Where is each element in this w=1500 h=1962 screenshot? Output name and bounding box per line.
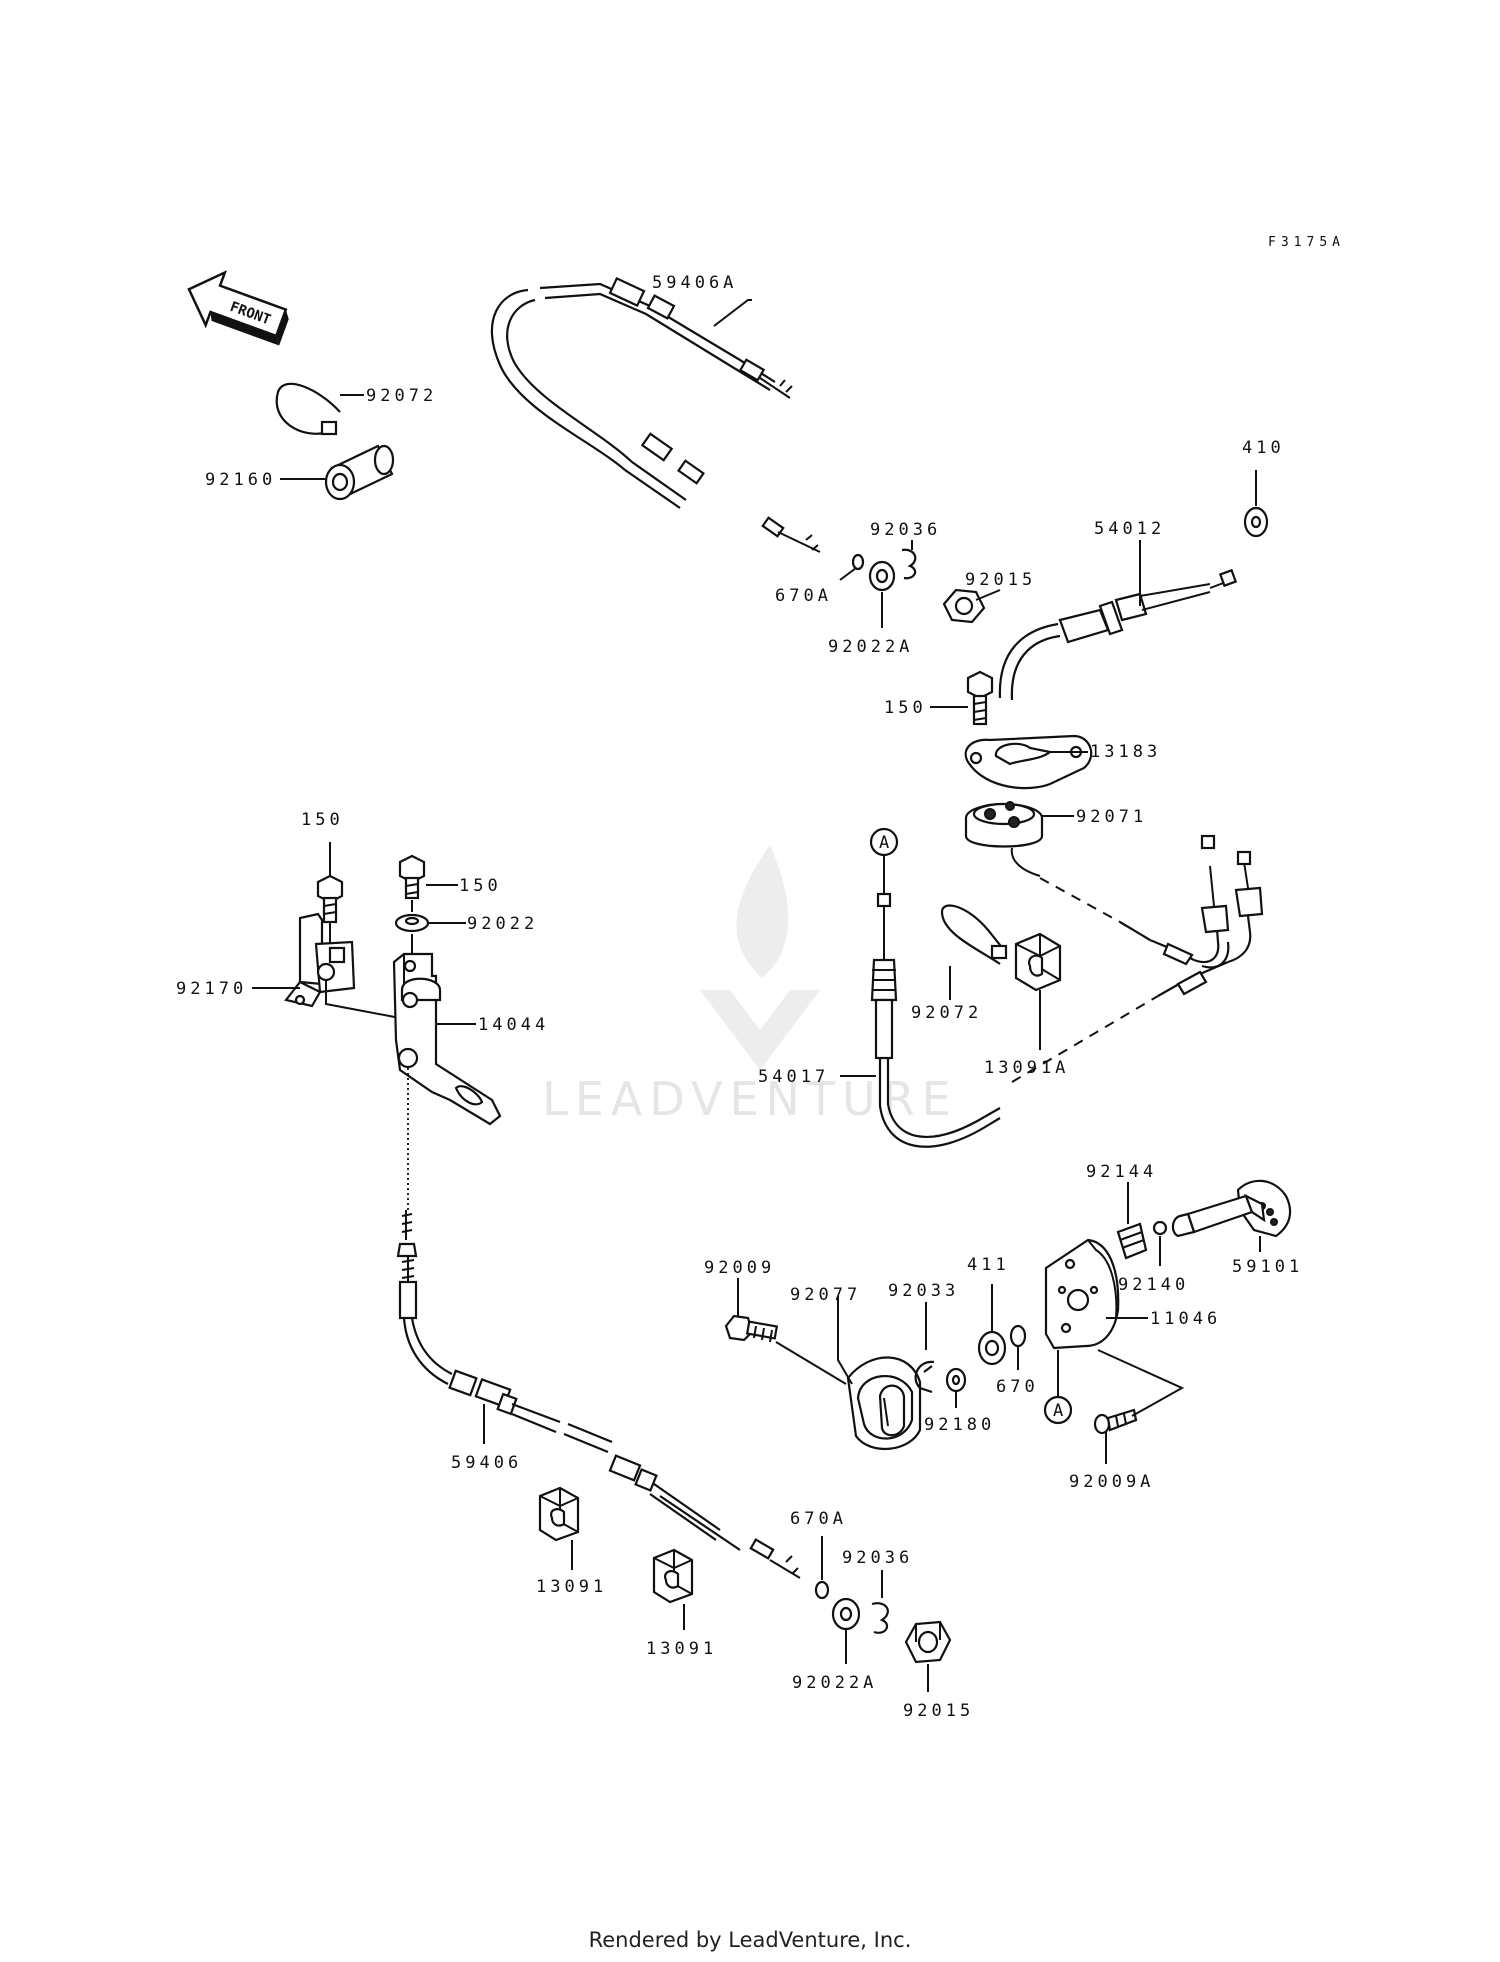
label-92015-top: 92015 (965, 570, 1036, 590)
nut-92015-bottom (904, 1620, 952, 1664)
plate-11046 (1044, 1238, 1120, 1350)
label-92009A: 92009A (1069, 1472, 1154, 1492)
label-92170: 92170 (176, 979, 247, 999)
cable-run (1010, 847, 1041, 877)
label-92144: 92144 (1086, 1162, 1157, 1182)
bolt-150-mid (398, 854, 426, 900)
dashed-cable-run-1 (1039, 877, 1121, 923)
label-13091A: 13091A (984, 1058, 1069, 1078)
label-13183: 13183 (1090, 742, 1161, 762)
label-92009: 92009 (704, 1258, 775, 1278)
choke-cable-54012 (998, 568, 1238, 701)
clip-92033 (914, 1360, 935, 1394)
label-59101: 59101 (1232, 1257, 1303, 1277)
grommet-92160 (324, 444, 395, 501)
label-92140: 92140 (1118, 1275, 1189, 1295)
label-14044: 14044 (478, 1015, 549, 1035)
label-150-left: 150 (301, 810, 344, 830)
label-92036-top: 92036 (870, 520, 941, 540)
clamp-13091-b (652, 1548, 694, 1604)
label-670A-top: 670A (775, 586, 832, 606)
label-92022A-bottom: 92022A (792, 1673, 877, 1693)
label-92022A-top: 92022A (828, 637, 913, 657)
diagram-code: F3175A (1268, 235, 1345, 250)
label-410: 410 (1242, 438, 1285, 458)
label-92022: 92022 (467, 914, 538, 934)
clip-92036-bottom (871, 1602, 889, 1634)
ref-marker-a-bottom-label: A (1053, 1401, 1067, 1421)
throttle-cable-54017 (870, 856, 1001, 1148)
label-92033: 92033 (888, 1281, 959, 1301)
front-arrow: FRONT (187, 270, 289, 346)
bracket-92170 (284, 912, 356, 1008)
bolt-150-top (966, 670, 994, 726)
label-92180: 92180 (924, 1415, 995, 1435)
label-13091-b: 13091 (646, 1639, 717, 1659)
spring-92144 (1116, 1222, 1148, 1260)
ring-670A-bottom (814, 1580, 830, 1600)
bolt-150-left (316, 874, 344, 924)
nut-92015-top (942, 588, 986, 624)
cable-ends-right (1149, 834, 1264, 997)
label-13091-a: 13091 (536, 1577, 607, 1597)
shaft-59101 (1171, 1179, 1292, 1238)
clamp-13091A (1014, 932, 1062, 992)
plate-13183 (964, 734, 1093, 790)
knob-92077 (846, 1356, 922, 1450)
screw-92009A (1093, 1408, 1138, 1435)
cable-59406A (490, 276, 821, 553)
label-59406A: 59406A (652, 273, 737, 293)
washer-411 (977, 1330, 1007, 1366)
label-92072-top: 92072 (366, 386, 437, 406)
ref-marker-a-bottom (1043, 1395, 1073, 1425)
cable-59406 (396, 1210, 801, 1579)
label-92160: 92160 (205, 470, 276, 490)
clip-92036-top (901, 548, 917, 580)
label-54012: 54012 (1094, 519, 1165, 539)
bracket-14044 (392, 952, 502, 1126)
cable-tie-92072-mid (940, 904, 1008, 965)
ring-670A-top (851, 553, 865, 571)
cable-tie-92072-top (275, 382, 341, 436)
label-670A-bottom: 670A (790, 1509, 847, 1529)
label-411: 411 (967, 1255, 1010, 1275)
label-670: 670 (996, 1377, 1039, 1397)
ball-92140 (1152, 1220, 1168, 1236)
label-92077: 92077 (790, 1285, 861, 1305)
washer-92022 (394, 913, 430, 933)
ref-marker-a-top-label: A (879, 833, 893, 853)
watermark-text: LEADVENTURE (542, 1072, 958, 1126)
label-92071: 92071 (1076, 807, 1147, 827)
ring-670 (1009, 1324, 1027, 1348)
bolt-92009 (724, 1314, 779, 1343)
label-150-mid: 150 (459, 876, 502, 896)
grommet-92071 (964, 801, 1044, 848)
label-54017: 54017 (758, 1067, 829, 1087)
label-11046: 11046 (1150, 1309, 1221, 1329)
label-92072-mid: 92072 (911, 1003, 982, 1023)
ref-marker-a-top (869, 827, 899, 857)
footer-text: Rendered by LeadVenture, Inc. (589, 1928, 912, 1952)
label-92015-bottom: 92015 (903, 1701, 974, 1721)
label-59406: 59406 (451, 1453, 522, 1473)
clamp-13091-a (538, 1486, 580, 1542)
label-150-top: 150 (884, 698, 927, 718)
label-92036-bottom: 92036 (842, 1548, 913, 1568)
